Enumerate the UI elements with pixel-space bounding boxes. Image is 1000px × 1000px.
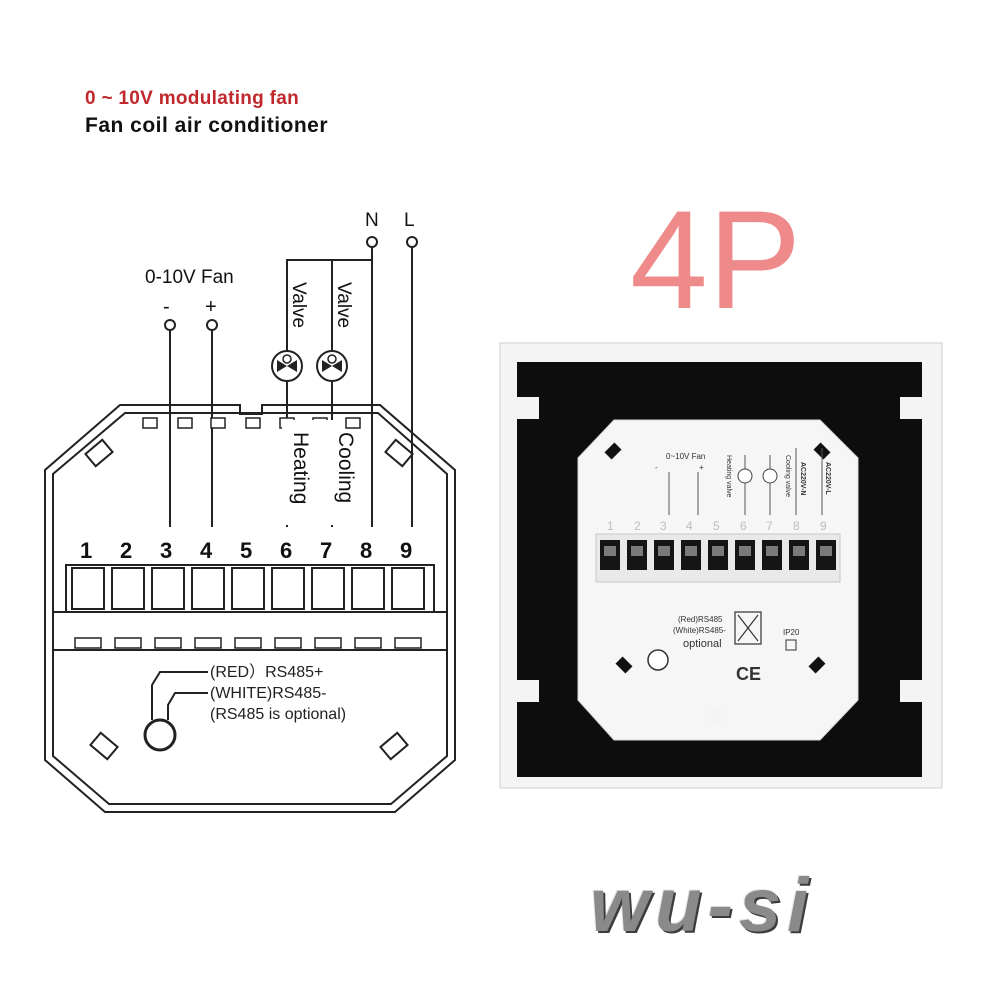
diagram-subtitle: 0 ~ 10V modulating fan (85, 88, 300, 109)
svg-text:9: 9 (820, 519, 827, 533)
corner-clips (84, 438, 414, 761)
valve-symbol-heating (271, 350, 303, 382)
svg-text:AC220V-L: AC220V-L (824, 462, 831, 495)
svg-text:3: 3 (160, 538, 172, 563)
svg-text:6: 6 (740, 519, 747, 533)
photo-fan-label: 0~10V Fan (666, 452, 705, 461)
svg-text:4: 4 (200, 538, 213, 563)
neutral-label: N (365, 210, 379, 231)
svg-text:5: 5 (240, 538, 252, 563)
svg-text:7: 7 (320, 538, 332, 563)
fan-label: 0-10V Fan (145, 267, 234, 288)
svg-text:4: 4 (686, 519, 693, 533)
svg-text:1: 1 (607, 519, 614, 533)
svg-text:9: 9 (400, 538, 412, 563)
fan-plus-label: + (205, 296, 217, 318)
product-photo: 0~10V Fan - + Heating valve Cooling valv… (499, 342, 943, 789)
terminal-numbers: 1 2 3 4 5 6 7 8 9 (80, 538, 412, 563)
svg-text:+: + (699, 463, 704, 472)
svg-text:7: 7 (766, 519, 773, 533)
valve-symbol-cooling (316, 350, 348, 382)
diagram-title: Fan coil air conditioner (85, 114, 329, 137)
ce-mark: CE (736, 664, 761, 684)
terminal-block (65, 564, 435, 613)
svg-text:2: 2 (634, 519, 641, 533)
svg-text:8: 8 (793, 519, 800, 533)
svg-text:5: 5 (713, 519, 720, 533)
wire-terminals (164, 236, 418, 331)
svg-text:(White)RS485-: (White)RS485- (673, 626, 726, 635)
rs485-wires (151, 671, 208, 720)
fan-minus-label: - (163, 296, 170, 318)
rs485-red-label: (RED）RS485+ (210, 663, 323, 681)
valve-label-1: Valve (288, 282, 309, 328)
svg-text:6: 6 (280, 538, 292, 563)
cooling-label: Cooling (334, 432, 357, 503)
svg-text:Cooling valve: Cooling valve (784, 455, 791, 497)
svg-text:IP20: IP20 (783, 628, 800, 637)
svg-text:2: 2 (120, 538, 132, 563)
bottom-tabs (74, 637, 422, 649)
rs485-white-label: (WHITE)RS485- (210, 685, 326, 702)
svg-text:-: - (655, 463, 658, 472)
svg-text:optional: optional (683, 638, 722, 650)
svg-text:1: 1 (80, 538, 92, 563)
rs485-cable-hole (143, 718, 177, 752)
rs485-optional-label: (RS485 is optional) (210, 706, 346, 723)
valve-label-2: Valve (333, 282, 354, 328)
live-label: L (404, 210, 415, 231)
weee-bin-icon (734, 611, 762, 645)
svg-text:Heating valve: Heating valve (725, 455, 732, 498)
model-badge-4p: 4P (630, 181, 802, 338)
heating-label: Heating (289, 432, 312, 504)
brand-logo: wu-si (590, 863, 815, 948)
svg-text:AC220V-N: AC220V-N (799, 462, 806, 495)
svg-text:3: 3 (660, 519, 667, 533)
svg-text:8: 8 (360, 538, 372, 563)
svg-text:(Red)RS485: (Red)RS485 (678, 615, 723, 624)
